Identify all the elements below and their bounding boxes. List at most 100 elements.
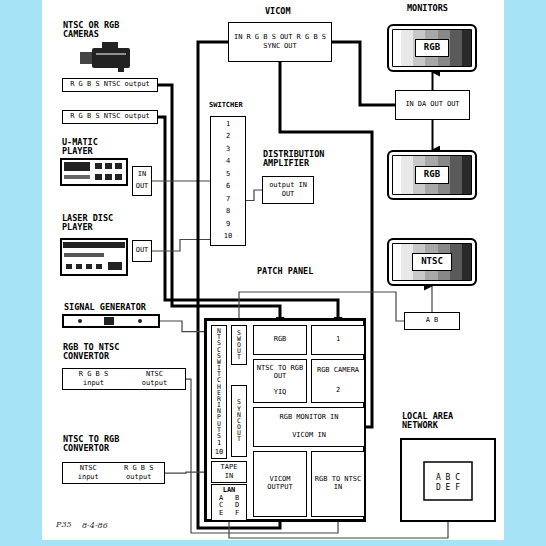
box-text: output <box>126 474 151 482</box>
camera-stripe <box>96 54 126 55</box>
box-text: IN <box>298 182 306 190</box>
box-text: 10 <box>224 233 232 241</box>
box-text: R G B S <box>79 371 109 379</box>
heading-label: RGB TO NTSC CONVERTOR <box>63 343 143 361</box>
laserdisc-player: LASER DISC PLAYER <box>60 238 128 276</box>
patch-cell: TAPEIN <box>211 461 247 483</box>
lan-jack-plate <box>424 462 472 500</box>
box-text: R G B S <box>246 34 276 42</box>
box-text: R G B S <box>70 113 100 121</box>
box-text: 10 <box>215 449 223 457</box>
heading-label: NTSC OR RGB CAMERAS <box>63 21 133 39</box>
box-text: IN <box>138 171 146 179</box>
box-text: NTSC <box>80 465 97 473</box>
patch-cell: RGB CAMERA2 <box>311 359 365 403</box>
deck-button <box>115 163 122 169</box>
box-text: output <box>142 380 167 388</box>
box-text: LAN <box>223 487 236 495</box>
box-text: RGB TO NTSC IN <box>314 476 362 491</box>
box-text: F <box>235 510 239 518</box>
generator-jack <box>78 319 82 323</box>
box-text: OUT <box>447 101 460 109</box>
distribution-amplifier: DISTRIBUTION AMPLIFIERoutputINOUT <box>262 176 314 204</box>
signal-cable <box>158 85 280 325</box>
box-text: NTSC <box>146 371 163 379</box>
signal-cable <box>431 286 432 312</box>
box-text: RGB CAMERA <box>317 367 359 375</box>
patch-cell: RGB TO NTSC IN <box>311 451 365 517</box>
signal-cable <box>431 120 434 150</box>
box-text: A <box>219 495 223 503</box>
box-text: RGB <box>415 39 449 57</box>
box-text: NTSC <box>104 81 121 89</box>
box-text: RGB MONITOR IN <box>279 414 338 422</box>
box-text: R G B S <box>124 465 154 473</box>
heading-label: DISTRIBUTION AMPLIFIER <box>263 150 343 168</box>
box-text: C <box>219 502 223 510</box>
signal-generator-knob <box>78 317 142 325</box>
monitor: NTSC <box>387 238 477 286</box>
heading-label: U-MATIC PLAYER <box>62 138 122 156</box>
patch-cell: RGB <box>253 325 307 355</box>
heading-label: SWITCHER <box>209 102 269 109</box>
box-text: OUT <box>136 247 149 255</box>
laserdisc-illustration <box>63 242 125 270</box>
signal-cable <box>431 72 434 90</box>
box-text: NTSC TO RGB OUT <box>256 365 304 380</box>
box-text: OUT <box>282 191 295 199</box>
camera-panel: R G B SNTSCoutput <box>62 110 158 124</box>
box-text: 5 <box>226 171 230 179</box>
player-button <box>66 264 72 269</box>
signal-cable <box>152 180 210 181</box>
patch-cell: NTSC TO RGB OUTYIQ <box>253 359 307 403</box>
video-camera <box>80 42 130 72</box>
deck-button <box>105 174 112 180</box>
monitor: RGB <box>387 150 477 200</box>
box-text: 7 <box>226 196 230 204</box>
patch-cell: SYNC OUT <box>231 385 247 457</box>
box-text: TAPE <box>221 464 238 472</box>
signal-cable <box>332 42 395 105</box>
converter-box: NTSC TO RGB CONVERTORNTSCR G B Sinputout… <box>62 462 165 484</box>
box-text: SYNC <box>263 43 280 51</box>
deck-button <box>115 174 122 180</box>
box-text: DA <box>418 101 426 109</box>
box-text: R G B S <box>297 34 327 42</box>
box-text: input <box>78 474 99 482</box>
lan-box: LOCAL AREA NETWORKA B CD E F <box>400 438 496 522</box>
camera-panel: NTSC OR RGB CAMERASR G B SNTSCoutput <box>62 78 158 92</box>
heading-label: LOCAL AREA NETWORK <box>402 412 472 430</box>
deck-button <box>95 163 102 169</box>
heading-label: MONITORS <box>407 4 487 13</box>
patch-cell: SW OUT <box>231 325 247 365</box>
box-text: RGB <box>415 166 449 184</box>
box-text: D <box>235 502 239 510</box>
box-text: 8 <box>226 208 230 216</box>
player-button <box>76 264 82 269</box>
player-button <box>86 264 92 269</box>
box-text: 2 <box>226 133 230 141</box>
box-text: R G B S <box>70 81 100 89</box>
heading-label: VICOM <box>265 7 325 16</box>
box-text: VICOM OUTPUT <box>256 476 304 491</box>
box-text: output <box>125 113 150 121</box>
converter-box: RGB TO NTSC CONVERTORR G B SNTSCinputout… <box>62 368 186 390</box>
generator-knob <box>104 317 114 325</box>
heading-label: SIGNAL GENERATOR <box>64 303 174 312</box>
box-text: E <box>219 510 223 518</box>
signal-generator: SIGNAL GENERATOR <box>62 314 160 328</box>
heading-label: LASER DISC PLAYER <box>62 214 132 232</box>
connector-box: OUT <box>132 240 152 262</box>
player-display <box>64 253 104 257</box>
patch-cell: LANA B C D E F <box>211 484 247 521</box>
box-text: IN <box>405 101 413 109</box>
heading-label: PATCH PANEL <box>257 267 337 276</box>
disc-tray <box>63 242 125 248</box>
box-text: B <box>235 495 239 503</box>
box-text: output <box>269 182 294 190</box>
box-text: 1 <box>217 440 221 448</box>
heading-label: NTSC TO RGB CONVERTOR <box>63 435 143 453</box>
ab-input-box: AB <box>404 312 460 330</box>
box-text: A B C <box>436 474 460 483</box>
signal-cable <box>246 190 262 201</box>
